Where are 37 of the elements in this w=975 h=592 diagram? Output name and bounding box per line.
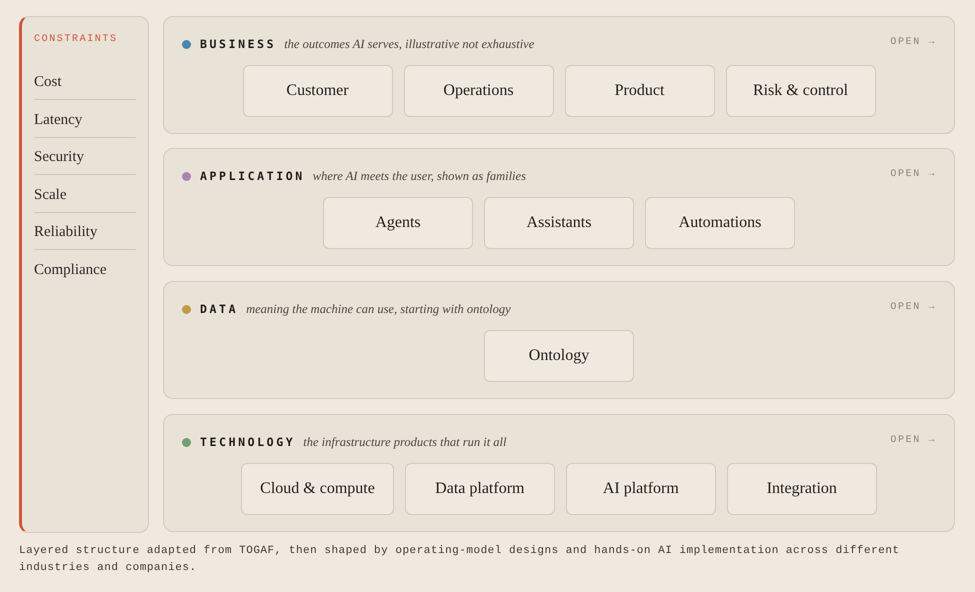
layer-band — [163, 16, 955, 134]
component-card: Cloud & compute — [241, 463, 394, 515]
layer-description: the infrastructure products that run it all — [303, 434, 506, 450]
open-link: OPEN → — [890, 168, 936, 182]
component-card: AI platform — [566, 463, 716, 515]
layer-description: meaning the machine can use, starting with ontology — [246, 301, 511, 317]
constraints-panel — [19, 16, 149, 533]
component-card: Customer — [242, 65, 392, 117]
constraint-label: Cost — [34, 73, 62, 91]
open-link: OPEN → — [890, 36, 936, 50]
layer-band — [163, 148, 955, 266]
open-link: OPEN → — [890, 434, 936, 448]
layer-description: where AI meets the user, shown as families — [312, 168, 526, 184]
constraint-label: Compliance — [34, 260, 106, 278]
open-link: OPEN → — [890, 301, 936, 315]
layer-title: DATA — [200, 301, 238, 317]
constraint-label: Scale — [34, 186, 66, 204]
component-card: Ontology — [484, 330, 634, 382]
layer-title: APPLICATION — [200, 168, 305, 184]
component-card: Assistants — [484, 197, 634, 249]
component-card: Automations — [645, 197, 795, 249]
layer-band — [163, 281, 955, 399]
constraint-label: Security — [34, 148, 84, 166]
layer-band — [163, 414, 955, 532]
component-card: Product — [564, 65, 714, 117]
component-card: Agents — [323, 197, 473, 249]
panel-heading: CONSTRAINTS — [34, 34, 118, 46]
component-card: Data platform — [404, 463, 555, 515]
layer-title: TECHNOLOGY — [200, 434, 296, 450]
constraint-label: Latency — [34, 110, 82, 128]
caption-text: Layered structure adapted from TOGAF, then shaped by operating-model designs and hands-on AI implementation across different industries and companies. — [19, 544, 901, 576]
layer-title: BUSINESS — [200, 36, 276, 52]
layer-description: the outcomes AI serves, illustrative not exhaustive — [284, 36, 534, 52]
component-card: Risk & control — [726, 65, 876, 117]
component-card: Operations — [404, 65, 554, 117]
component-card: Integration — [726, 463, 877, 515]
constraint-label: Reliability — [34, 223, 98, 241]
